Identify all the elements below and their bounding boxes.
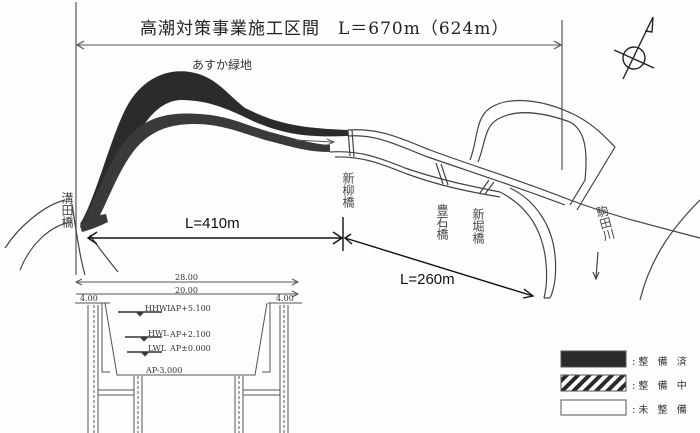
level-lwl-name: LWL xyxy=(148,344,167,353)
page-title: 高潮対策事業施工区間 L＝670m（624m） xyxy=(140,19,510,39)
park-label: あすか緑地 xyxy=(192,58,253,72)
legend-label-completed: :整 備 済 xyxy=(632,357,690,368)
level-hwl-value: AP+2.100 xyxy=(170,330,211,339)
level-hhwl-value: AP+5.100 xyxy=(170,304,211,313)
section-extent-lines xyxy=(75,2,563,275)
section-right-bank: 4.00 xyxy=(276,294,294,303)
bridge-label-shinbori: 新堀橋 xyxy=(471,208,485,244)
section-total-width: 28.00 xyxy=(175,273,198,282)
cross-section-drawing xyxy=(74,278,302,433)
level-hhwl-name: HHWL xyxy=(145,304,173,313)
bridge-label-toyoishi: 豊石橋 xyxy=(435,204,449,240)
legend-label-undeveloped: :未 整 備 xyxy=(632,405,690,416)
section-left-bank: 4.00 xyxy=(80,294,98,303)
legend-swatch-completed xyxy=(560,350,627,368)
legend-swatch-in-progress xyxy=(560,374,627,392)
dimension-lines xyxy=(86,217,535,299)
legend-swatch-undeveloped xyxy=(560,399,627,416)
level-lwl-value: AP±0.000 xyxy=(170,344,211,353)
completed-section xyxy=(80,71,348,232)
level-hwl-name: HWL xyxy=(148,329,169,338)
legend-swatches xyxy=(560,350,627,416)
bridge-label-shinyanagi: 新柳橋 xyxy=(341,172,355,208)
dimension-label-410: L=410m xyxy=(185,215,240,232)
dimension-label-260: L=260m xyxy=(400,271,455,288)
undeveloped-section xyxy=(4,99,700,301)
compass-icon xyxy=(613,16,655,80)
level-bed-value: AP-3.000 xyxy=(146,366,183,375)
section-channel-width: 20.00 xyxy=(175,286,198,295)
flow-arrow xyxy=(294,138,336,146)
bridge-label-mizota: 溝田橋 xyxy=(60,192,74,228)
legend-label-in-progress: :整 備 中 xyxy=(632,381,690,392)
